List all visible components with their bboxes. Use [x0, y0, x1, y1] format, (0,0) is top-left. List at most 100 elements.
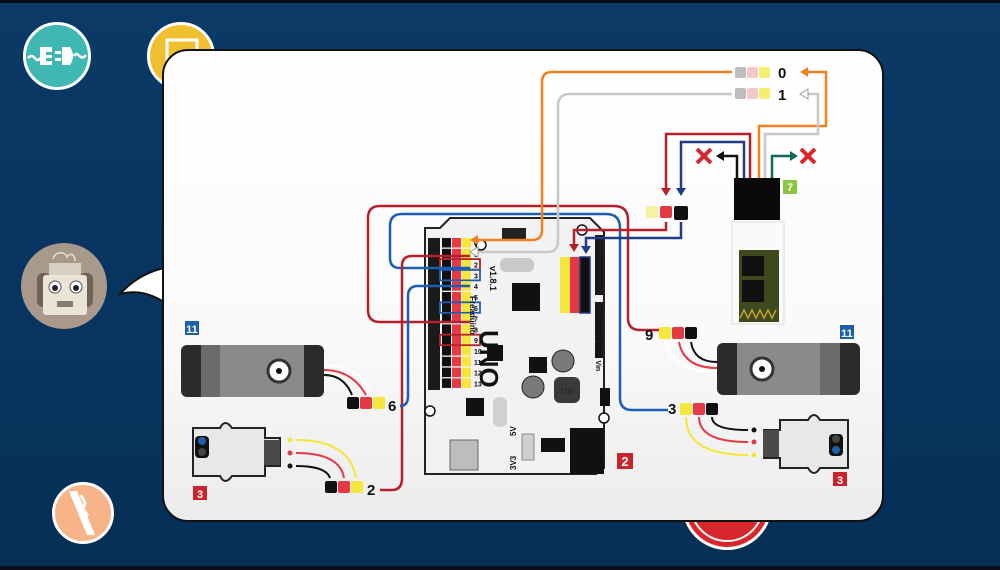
digital-pin-row-5: 5 [442, 292, 478, 302]
voltage-switch[interactable] [521, 433, 535, 461]
digital-pin-row-7: 7 [442, 313, 478, 324]
not-connected-x-icon [695, 147, 713, 165]
plug-icon [27, 47, 87, 65]
robot-face-icon [37, 252, 93, 315]
chip-small-1 [487, 345, 503, 361]
bottom-bar [0, 566, 1000, 570]
servo-left-badge [185, 321, 199, 335]
digital-pin-row-11: 11 [442, 356, 482, 367]
tools-button[interactable] [52, 482, 114, 544]
pin-highlight [439, 333, 481, 347]
pin-header-cell [462, 313, 471, 324]
wire-bt-orange [757, 70, 828, 178]
pin-header-cell [452, 259, 461, 270]
pin-header-cell [452, 378, 461, 388]
pin-header-cell [442, 248, 451, 259]
pin-header-cell [462, 302, 471, 313]
ir-right-pin-label: 3 [668, 401, 676, 418]
digital-pin-row-12: 12 [442, 367, 482, 378]
pin-header-cell [442, 270, 451, 280]
servo-right-badge [840, 325, 854, 339]
wire-analog-gnd [584, 222, 683, 246]
digital-pin-label: 13 [474, 381, 482, 388]
usb-port[interactable] [449, 439, 479, 471]
pin-header-cell [452, 302, 461, 313]
board-version-label: v1.8.1 [488, 266, 498, 291]
digital-pin-label: 3 [474, 273, 478, 280]
icsp-header [502, 228, 526, 240]
servo-right: 11 9 [645, 325, 860, 395]
ir-sensor-right: 3 3 [668, 401, 849, 487]
digital-pin-label: 10 [474, 349, 482, 356]
ir-left-badge [193, 486, 207, 500]
wire-analog-vcc [572, 222, 668, 244]
ir-sensor-left: 2 3 [192, 422, 375, 501]
robot-avatar [21, 243, 107, 329]
mount-hole [598, 412, 610, 424]
x-marks [695, 147, 817, 165]
bt-pin-1-header: 1 [735, 87, 786, 104]
servo-left-pin-label: 6 [388, 398, 396, 415]
analog-connector [646, 206, 688, 220]
pin-header-cell [442, 346, 451, 356]
pin-header-cell [462, 356, 471, 367]
board-model-label: UNO [474, 330, 504, 388]
power-jack [570, 428, 604, 474]
wire-pin6 [399, 284, 470, 408]
atmega-chip [512, 283, 540, 311]
switch-label-3v3: 3V3 [509, 455, 518, 470]
power-pin-header [595, 302, 603, 358]
digital-pin-label: 4 [474, 284, 478, 291]
pin-header-cell [452, 356, 461, 367]
pin-header-cell [452, 292, 461, 302]
plug-connect-button[interactable] [23, 22, 91, 90]
board-brand-label: Freaduino [468, 296, 477, 335]
reset-button[interactable] [600, 388, 610, 406]
pin-header-cell [442, 313, 451, 324]
ir-left-pin-label: 2 [367, 482, 375, 499]
digital-pin-label: 5 [474, 295, 478, 302]
pin-header-cell [452, 324, 461, 334]
analog-vcc-header [570, 257, 580, 313]
ir-right-badge [833, 472, 847, 486]
pin-header-cell [462, 346, 471, 356]
digital-pin-row-9: 9 [439, 333, 481, 347]
inductor [554, 377, 580, 403]
wire-bt-white [763, 92, 820, 178]
digital-pin-row-8: 8 [442, 324, 478, 334]
mount-hole [424, 405, 436, 417]
digital-header-black [428, 238, 440, 390]
wire-pin3 [388, 212, 668, 412]
power-labels: 3V3 5V GND Vin [594, 318, 601, 371]
digital-pin-label: 7 [474, 317, 478, 324]
digital-pin-label: 2 [474, 263, 478, 270]
crystal [500, 258, 534, 272]
wrench-icon [69, 491, 95, 535]
pin-header-cell [442, 378, 451, 388]
pin-header-cell [452, 335, 461, 345]
pin-header-cell [442, 367, 451, 378]
digital-pin-row-13: 13 [442, 378, 482, 388]
arrowheads [469, 67, 809, 258]
pin-header-cell [452, 313, 461, 324]
pin-header-cell [442, 302, 451, 313]
pin-header-cell [442, 238, 451, 248]
wires [366, 70, 828, 492]
inductor-label: 100 [560, 387, 574, 396]
not-connected-x-icon [799, 147, 817, 165]
pin-header-cell [452, 248, 461, 259]
wire-bt-red [664, 132, 752, 190]
digital-pin-label: 11 [474, 360, 482, 367]
digital-pin-row-10: 10 [442, 346, 482, 356]
wire-bt-navy [679, 140, 746, 190]
pin-header-cell [452, 367, 461, 378]
pin-header-cell [452, 270, 461, 280]
digital-pin-label: 12 [474, 371, 482, 378]
board-badge [617, 453, 633, 469]
servo-right-badge-label: 11 [841, 328, 853, 340]
pin-header-cell [462, 270, 471, 280]
wire-bt-black [724, 154, 739, 178]
digital-pin-label: 8 [474, 327, 478, 334]
digital-pin-label: 6 [474, 306, 478, 313]
pin-header-cell [462, 378, 471, 388]
